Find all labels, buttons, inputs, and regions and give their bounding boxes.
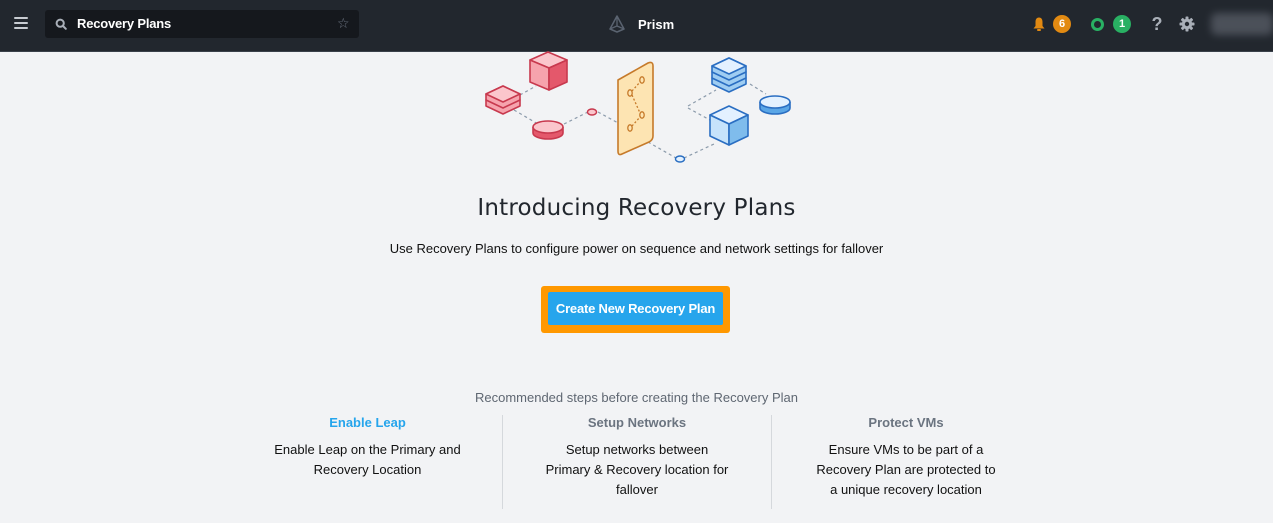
steps-heading: Recommended steps before creating the Re… — [474, 390, 798, 405]
step-setup-networks: Setup Networks Setup networks between Pr… — [502, 415, 771, 509]
search-bar[interactable]: Recovery Plans ☆ — [45, 10, 359, 38]
bell-icon[interactable] — [1031, 16, 1047, 32]
brand-name: Prism — [638, 16, 675, 32]
create-recovery-plan-button[interactable]: Create New Recovery Plan — [548, 292, 723, 325]
user-menu[interactable] — [1211, 13, 1273, 35]
enable-leap-link[interactable]: Enable Leap — [329, 415, 406, 430]
step-description: Ensure VMs to be part of a Recovery Plan… — [816, 442, 996, 497]
gear-icon[interactable] — [1179, 16, 1195, 32]
red-stack — [485, 85, 521, 115]
hamburger-icon[interactable] — [14, 17, 28, 31]
star-icon[interactable]: ☆ — [337, 15, 350, 31]
tasks-count-badge[interactable]: 1 — [1113, 15, 1131, 33]
search-icon — [55, 18, 67, 30]
recovery-plan-illustration — [485, 51, 791, 163]
cta-highlight: Create New Recovery Plan — [541, 286, 730, 333]
help-icon[interactable]: ? — [1151, 13, 1163, 34]
step-title: Setup Networks — [587, 415, 687, 430]
blue-cube — [709, 105, 749, 146]
step-title: Protect VMs — [868, 415, 944, 430]
page-subtitle: Use Recovery Plans to configure power on… — [389, 241, 884, 256]
alerts-count-badge[interactable]: 6 — [1053, 15, 1071, 33]
step-description: Setup networks between Primary & Recover… — [545, 442, 729, 497]
step-enable-leap: Enable Leap Enable Leap on the Primary a… — [233, 415, 502, 509]
header-tools: 6 1 ? — [1031, 0, 1273, 48]
recovery-plan-panel — [617, 61, 654, 156]
page-title: Introducing Recovery Plans — [477, 195, 796, 221]
recommended-steps: Enable Leap Enable Leap on the Primary a… — [233, 415, 1041, 509]
brand: Prism — [608, 0, 674, 48]
ring-icon[interactable] — [1091, 17, 1104, 31]
step-description: Enable Leap on the Primary and Recovery … — [274, 442, 461, 477]
blue-disk — [759, 95, 791, 115]
step-protect-vms: Protect VMs Ensure VMs to be part of a R… — [771, 415, 1040, 509]
red-cube — [529, 51, 568, 91]
red-disk — [532, 120, 564, 140]
blue-stack — [711, 57, 747, 93]
prism-logo-icon — [609, 15, 625, 33]
top-nav-bar: Recovery Plans ☆ Prism 6 1 ? — [0, 0, 1273, 52]
search-input[interactable]: Recovery Plans — [77, 16, 172, 31]
